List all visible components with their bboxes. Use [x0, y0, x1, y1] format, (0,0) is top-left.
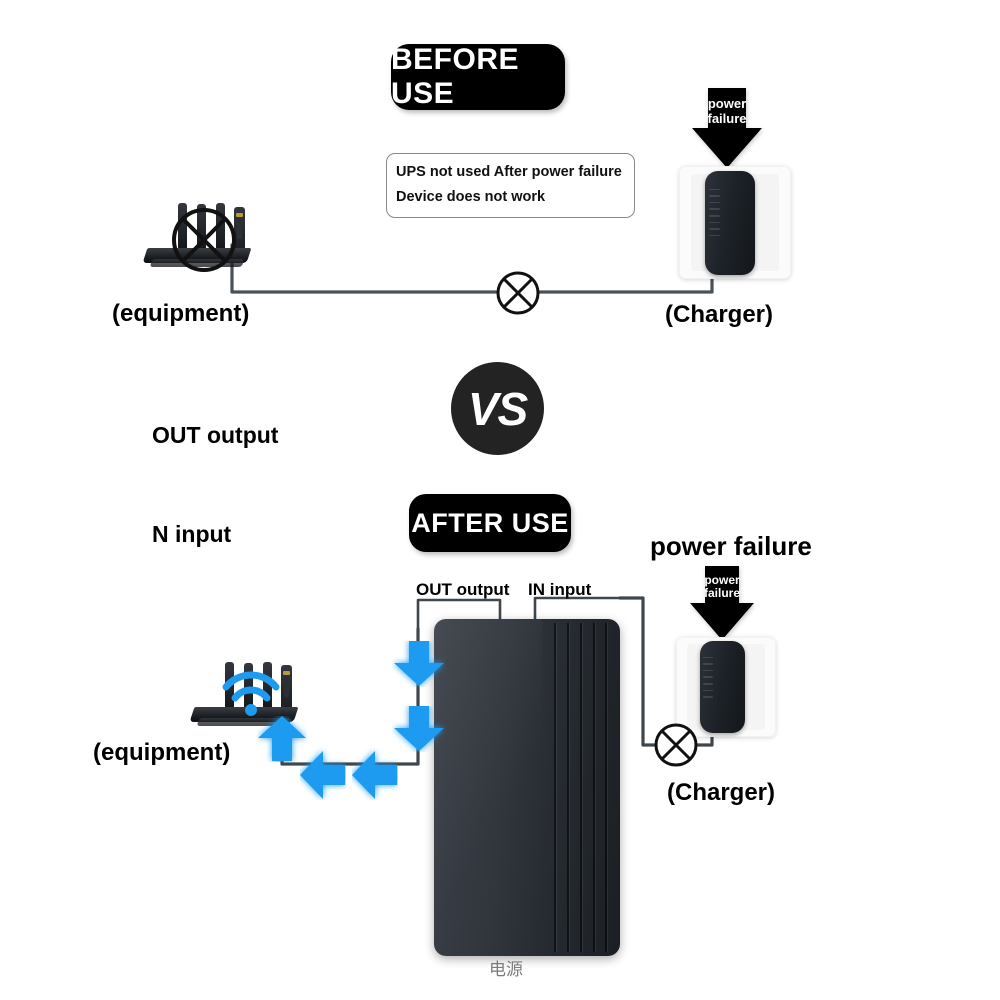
flow-arrow-left-2	[300, 751, 345, 799]
router-antenna	[263, 662, 272, 708]
badge-after-use: AFTER USE	[409, 494, 571, 552]
router-tower	[281, 665, 292, 720]
caption-charger-top: (Charger)	[665, 301, 774, 328]
cable-top-router-to-charger	[230, 243, 714, 294]
cable-break-x-icon-bottom	[654, 723, 698, 767]
note-line-2: Device does not work	[396, 188, 546, 205]
wall-socket-top	[679, 166, 791, 279]
caption-equipment-top: (equipment)	[112, 300, 250, 327]
label-out-output-left: OUT output	[152, 422, 279, 448]
router-antenna	[178, 203, 187, 249]
label-n-input-left: N input	[152, 521, 232, 547]
router-antenna	[197, 204, 206, 249]
ups-power-supply-unit	[434, 619, 620, 956]
power-failure-arrow-top: power failure	[692, 88, 762, 168]
label-ups-in-input: IN input	[528, 580, 592, 599]
vs-divider-badge: VS	[451, 362, 544, 455]
flow-arrow-left-1	[352, 751, 397, 799]
label-ups-out-output: OUT output	[416, 580, 510, 599]
ups-sheen	[434, 619, 542, 956]
router-tower	[234, 207, 245, 262]
caption-charger-bottom: (Charger)	[667, 779, 776, 806]
adapter-ribs	[708, 188, 720, 258]
label-power-failure-heading: power failure	[650, 531, 812, 561]
power-failure-arrow-bottom: power failure	[690, 566, 754, 640]
wifi-signal-icon	[222, 671, 280, 716]
flow-arrow-down-1	[394, 641, 444, 686]
flow-arrow-up-1	[258, 716, 306, 761]
ups-groove	[567, 623, 569, 952]
router-antenna	[244, 663, 253, 708]
ups-groove	[554, 623, 556, 952]
wall-socket-bottom	[676, 637, 776, 737]
adapter-ribs	[703, 656, 714, 718]
charger-adapter-top	[705, 171, 755, 275]
ups-groove	[605, 623, 607, 952]
cable-break-x-icon-top	[496, 271, 540, 315]
note-line-1: UPS not used After power failure	[396, 164, 622, 180]
caption-ups-chinese: 电源	[489, 960, 523, 979]
charger-adapter-bottom	[700, 641, 745, 733]
ups-groove	[580, 623, 582, 952]
badge-before-use: BEFORE USE	[391, 43, 565, 110]
caption-equipment-bottom: (equipment)	[93, 739, 231, 766]
before-use-note-box: UPS not used After power failure Device …	[386, 153, 635, 218]
ups-groove	[593, 623, 595, 952]
flow-arrow-down-2	[394, 706, 444, 751]
no-signal-x-icon	[172, 208, 236, 272]
